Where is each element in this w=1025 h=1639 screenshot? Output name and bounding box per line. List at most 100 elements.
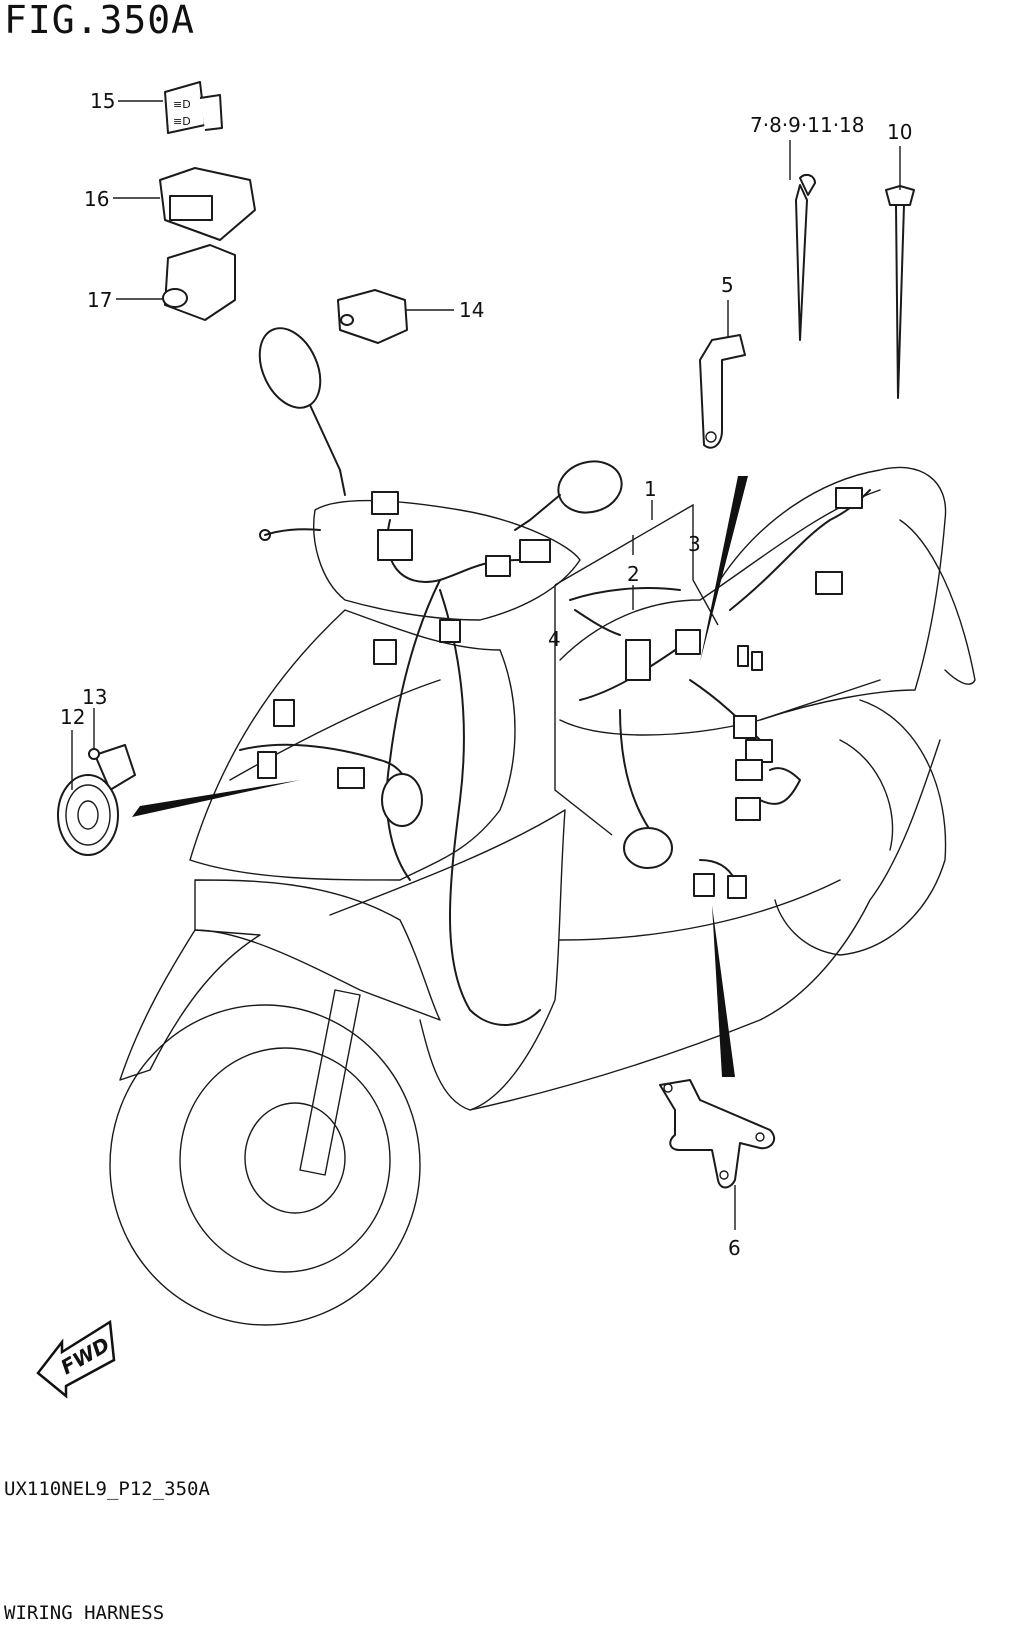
callout-15: 15 (90, 89, 115, 113)
connector (675, 629, 701, 655)
leg-shield (189, 609, 516, 881)
callout-3: 3 (688, 532, 701, 556)
clip-strap (895, 204, 905, 399)
front-wheel-tire (109, 1004, 421, 1326)
callout-labels: 1 2 3 4 5 6 7·8·9·11·18 10 12 13 14 15 1… (60, 89, 912, 1260)
fwd-direction-badge: FWD (36, 1319, 116, 1399)
connector (835, 487, 863, 509)
pointer-wedge-bracket5 (700, 476, 748, 662)
fuse-holder (625, 639, 651, 681)
tie-strap (795, 184, 808, 341)
tie-head (799, 173, 816, 196)
left-brake-lever (264, 528, 321, 536)
front-apron-lower (194, 879, 441, 1021)
harness-wire-main (439, 589, 541, 1026)
leg-shield-crease (229, 679, 441, 781)
callout-5: 5 (721, 273, 734, 297)
terminal (737, 645, 749, 667)
part-13-screw (88, 708, 100, 760)
callout-17: 17 (87, 288, 112, 312)
connector (735, 797, 761, 821)
part-12-horn (57, 730, 136, 856)
callout-16: 16 (84, 187, 109, 211)
part-10-clip (885, 146, 915, 399)
switch-symbol: ≡D (173, 98, 191, 111)
right-brake-lever (569, 587, 681, 601)
connector (733, 715, 757, 739)
figure-code: UX110NEL9_P12_350A (4, 1478, 210, 1500)
part-5-bracket (699, 300, 746, 449)
connector (337, 767, 365, 789)
connector (485, 555, 511, 577)
figure-name: WIRING HARNESS (4, 1602, 165, 1624)
bracket-hole (663, 1083, 673, 1093)
bracket-hole (705, 431, 717, 443)
horn-bracket (94, 744, 136, 791)
left-mirror (258, 327, 322, 409)
harness-wire-loop (759, 767, 801, 805)
harness-callout-bracket (554, 500, 719, 836)
floor-panel (329, 809, 566, 1111)
ignition-coil (623, 827, 673, 869)
callout-6: 6 (728, 1236, 741, 1260)
side-cover-line (559, 879, 841, 941)
terminal (751, 651, 763, 671)
wiring-harness (239, 487, 871, 1026)
left-mirror-stem (309, 404, 346, 496)
switch-knob (340, 314, 354, 326)
figure-title: FIG.350A (4, 0, 196, 42)
connector (815, 571, 843, 595)
connector (439, 619, 461, 643)
fwd-arrow-icon (36, 1319, 116, 1399)
right-mirror (557, 460, 623, 514)
rear-body (719, 466, 947, 721)
part-15-switch: ≡D ≡D (118, 81, 223, 134)
rear-wheel-inner (839, 739, 894, 851)
front-fender (119, 929, 261, 1081)
connector (745, 739, 773, 763)
connector (373, 639, 397, 665)
harness-wire-mid (619, 709, 651, 831)
pointer-wedge-bracket6 (712, 905, 735, 1077)
switch-knob (162, 288, 188, 308)
right-lever-grip (574, 609, 621, 636)
callout-7-8-9-11-18: 7·8·9·11·18 (750, 113, 865, 137)
part-17-switch (116, 244, 236, 321)
bracket-body (699, 334, 746, 449)
harness-wire-front (385, 579, 441, 881)
handlebar-cover (313, 499, 581, 621)
rear-wheel (774, 699, 947, 956)
switch-button (169, 195, 213, 221)
side-cover (469, 739, 941, 1111)
bracket-hole (719, 1170, 729, 1180)
right-mirror-stem (514, 494, 561, 531)
horn-ring (65, 784, 111, 846)
connector (693, 873, 715, 897)
leader-line (692, 558, 719, 626)
front-wheel-hub (244, 1102, 346, 1214)
front-fork (299, 989, 361, 1176)
callout-2: 2 (627, 562, 640, 586)
switch-body (337, 289, 408, 344)
callout-1: 1 (644, 477, 657, 501)
connector (377, 529, 413, 561)
pointer-wedge-horn (132, 780, 300, 817)
connector (519, 539, 551, 563)
connector (735, 759, 763, 781)
part-7-cable-tie (789, 140, 816, 341)
callout-14: 14 (459, 298, 484, 322)
front-wheel-rim (179, 1047, 391, 1273)
callout-10: 10 (887, 120, 912, 144)
callout-13: 13 (82, 685, 107, 709)
callout-12: 12 (60, 705, 85, 729)
connector (257, 751, 277, 779)
connector (727, 875, 747, 899)
horn-shell (57, 774, 119, 856)
part-6-bracket (659, 1079, 776, 1230)
leader-line (554, 503, 694, 586)
screw-head (88, 748, 100, 760)
bracket-body (659, 1079, 776, 1189)
relay (381, 773, 423, 827)
rear-tail (899, 519, 976, 685)
leader-line (554, 585, 613, 836)
